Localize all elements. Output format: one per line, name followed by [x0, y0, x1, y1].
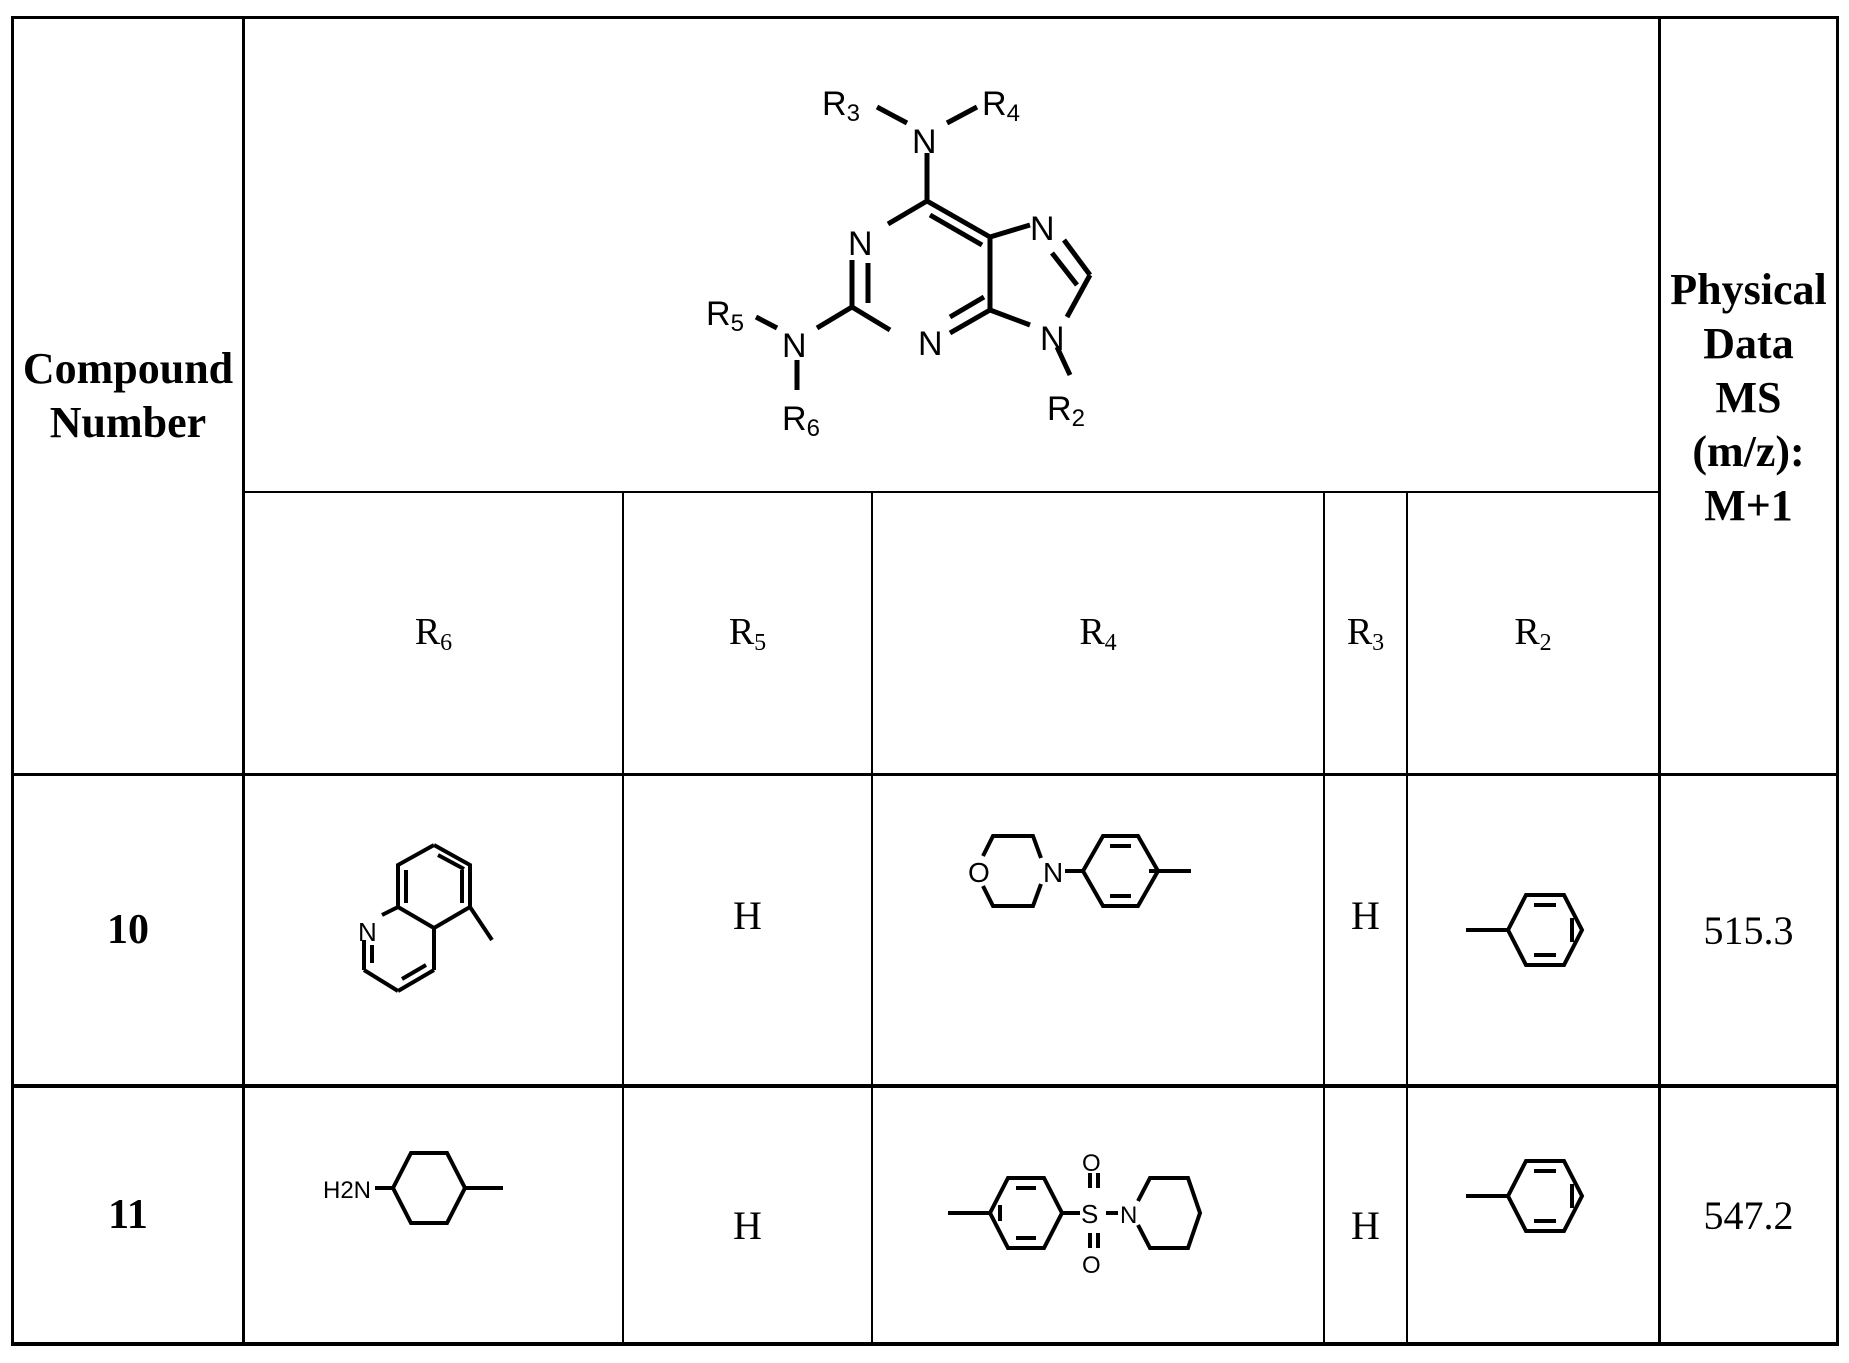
row-11-r4-structure: O S O N	[873, 1088, 1323, 1342]
r5-base: R	[728, 610, 755, 653]
morpholinophenyl-structure-icon: O N	[968, 834, 1191, 908]
col-divider-5	[1406, 492, 1408, 1344]
row-10-r2-structure	[1408, 776, 1658, 1084]
table-border-right	[1836, 16, 1839, 1346]
header-physical-line3: MS	[1715, 373, 1782, 422]
scaffold-label-n9: N	[1040, 320, 1065, 358]
purine-scaffold-icon: R3 N R4 N N N N R2 N R5 R6	[706, 85, 1092, 442]
col-divider-1	[242, 16, 245, 1346]
table-border-top	[12, 16, 1838, 19]
header-physical-line4: (m/z):	[1692, 427, 1805, 476]
scaffold-label-r2: R2	[1047, 390, 1085, 432]
r6-sub: 6	[440, 629, 453, 656]
r4-base: R	[1079, 610, 1105, 653]
sulfonyl-o-bottom-label: O	[1082, 1252, 1101, 1279]
r4-sub: 4	[1104, 629, 1117, 656]
row-11-r5: H	[733, 1202, 762, 1248]
scaffold-structure: R3 N R4 N N N N R2 N R5 R6	[245, 19, 1658, 491]
scaffold-label-n1: N	[848, 225, 873, 263]
phenyl-structure-icon	[1466, 1159, 1585, 1233]
header-physical-line5: M+1	[1704, 481, 1793, 530]
subheader-r5: R5	[624, 493, 871, 773]
sulfonyl-s-label: S	[1081, 1199, 1098, 1229]
scaffold-label-r4: R4	[982, 85, 1020, 127]
table-border-bottom	[12, 1342, 1838, 1346]
phenyl-structure-icon	[1466, 893, 1585, 967]
row-10-r6-structure: N	[245, 776, 622, 1084]
row-10-r5: H	[733, 892, 762, 938]
subheader-r6: R6	[245, 493, 622, 773]
col-divider-6	[1658, 16, 1661, 1346]
morpholine-n-label: N	[1043, 857, 1063, 888]
piperidine-n-label: N	[1120, 1202, 1137, 1229]
col-divider-3	[871, 492, 873, 1344]
row-11-ms: 547.2	[1703, 1192, 1794, 1238]
header-physical-line1: Physical	[1670, 265, 1827, 314]
r5-sub: 5	[754, 629, 767, 656]
r2-sub: 2	[1539, 629, 1552, 656]
sulfonyl-o-top-label: O	[1082, 1150, 1101, 1177]
row-10-compound: 10	[107, 907, 149, 953]
scaffold-label-n7: N	[1030, 210, 1055, 248]
scaffold-label-n2: N	[782, 327, 807, 365]
scaffold-label-r5: R5	[706, 295, 744, 337]
r3-sub: 3	[1372, 629, 1385, 656]
r6-base: R	[414, 610, 441, 653]
subheader-r3: R3	[1325, 493, 1406, 773]
scaffold-label-r3: R3	[822, 85, 860, 127]
quinolinyl-structure-icon: N	[358, 843, 494, 993]
scaffold-label-r6: R6	[782, 400, 820, 442]
row-10-r3: H	[1351, 892, 1380, 938]
header-physical-line2: Data	[1703, 319, 1794, 368]
subheader-r2: R2	[1408, 493, 1658, 773]
subheader-divider	[243, 491, 1659, 493]
row-11-r3: H	[1351, 1202, 1380, 1248]
r3-base: R	[1346, 610, 1373, 653]
header-compound-number: Compound Number	[14, 19, 242, 773]
scaffold-label-n3: N	[918, 325, 943, 363]
row-10-ms: 515.3	[1703, 907, 1794, 953]
row-11-compound: 11	[108, 1192, 148, 1238]
col-divider-4	[1323, 492, 1325, 1344]
row-11-r6-structure: H2N	[245, 1088, 622, 1342]
header-compound-number-line2: Number	[49, 398, 207, 447]
col-divider-2	[622, 492, 624, 1344]
quinoline-n-label: N	[358, 917, 377, 947]
aminocyclohexyl-structure-icon: H2N	[323, 1151, 503, 1225]
header-physical-data: Physical Data MS (m/z): M+1	[1661, 19, 1836, 773]
subheader-r4: R4	[873, 493, 1323, 773]
header-row-divider	[12, 773, 1838, 776]
amine-label: H2N	[323, 1177, 371, 1204]
row-divider	[12, 1084, 1838, 1088]
header-compound-number-line1: Compound	[22, 344, 234, 393]
row-11-r2-structure	[1408, 1088, 1658, 1342]
row-10-r4-structure: O N	[873, 776, 1323, 1084]
piperidinylsulfonylphenyl-structure-icon: O S O N	[948, 1150, 1203, 1279]
r2-base: R	[1514, 610, 1540, 653]
scaffold-label-n6: N	[912, 123, 937, 161]
table-border-left	[11, 16, 14, 1346]
morpholine-o-label: O	[968, 857, 990, 888]
